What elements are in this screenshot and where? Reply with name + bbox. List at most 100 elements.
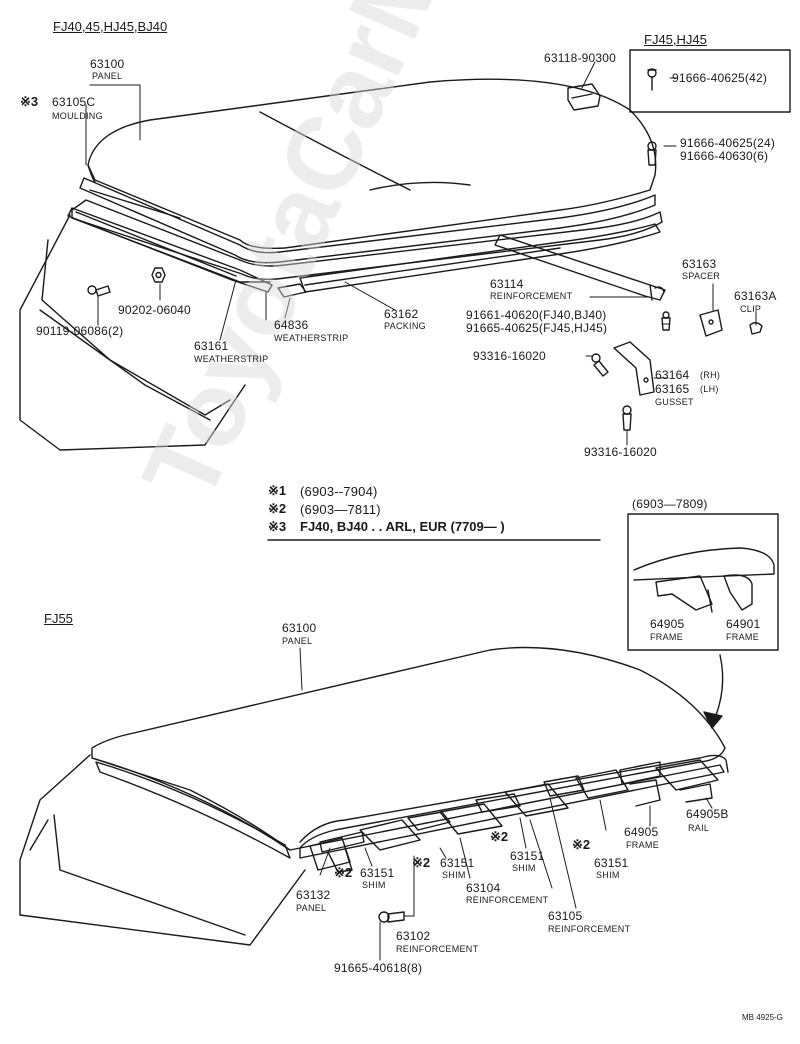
bottom-label-63100: 63100	[282, 621, 317, 635]
label-63114-name: REINFORCEMENT	[490, 291, 573, 301]
inset-label-64901-name: FRAME	[726, 632, 759, 642]
label-64836-name: WEATHERSTRIP	[274, 333, 349, 343]
bottom-label-63104: 63104	[466, 881, 501, 895]
shim-2-mark: ※2	[412, 855, 431, 870]
label-93316-a: 93316-16020	[473, 349, 546, 363]
bottom-shim-63151-group	[319, 759, 719, 873]
label-91666-24: 91666-40625(24)	[680, 136, 776, 150]
shim-4-label: 63151	[594, 856, 629, 870]
label-63164-side: (RH)	[700, 370, 721, 380]
label-91666-6: 91666-40630(6)	[680, 149, 769, 163]
top-moulding-63105c	[79, 177, 656, 264]
bottom-label-63132-name: PANEL	[296, 903, 327, 913]
label-63163: 63163	[682, 257, 717, 271]
note-1-text: (6903--7904)	[300, 484, 378, 499]
inset-header: (6903—7809)	[632, 497, 708, 511]
bottom-leader-lines	[299, 647, 713, 961]
top-section-header: FJ40,45,HJ45,BJ40	[53, 19, 168, 34]
label-91661: 91661-40620(FJ40,BJ40)	[466, 308, 607, 322]
bottom-vehicle-body-outline	[19, 754, 306, 946]
bottom-label-63100-name: PANEL	[282, 636, 313, 646]
inset-arrow	[703, 654, 724, 729]
note-1-mark: ※1	[268, 483, 287, 498]
bottom-label-63105: 63105	[548, 909, 583, 923]
shim-3-label: 63151	[510, 849, 545, 863]
shim-1-name: SHIM	[362, 880, 386, 890]
shim-4-mark: ※2	[572, 837, 591, 852]
label-63163a-name: CLIP	[740, 304, 762, 314]
inset-label-64905-name: FRAME	[650, 632, 683, 642]
bottom-panel-63132	[309, 837, 351, 871]
label-91665-top: 91665-40625(FJ45,HJ45)	[466, 321, 608, 335]
bottom-bolt-91665	[378, 911, 405, 923]
top-gusset-63164	[613, 341, 655, 396]
label-91666-42: 91666-40625(42)	[672, 71, 768, 85]
label-63118: 63118-90300	[544, 51, 617, 65]
note-2-text: (6903—7811)	[300, 502, 381, 517]
top-vehicle-body-outline	[19, 214, 246, 451]
top-reinforcement-63114	[494, 234, 666, 301]
shim-1-mark: ※2	[334, 865, 353, 880]
note-2-mark: ※2	[268, 501, 287, 516]
shim-2-label: 63151	[440, 856, 475, 870]
top-fj45-box	[629, 49, 791, 113]
shim-2-name: SHIM	[442, 870, 466, 880]
top-spacer-63163	[699, 309, 723, 337]
bottom-label-63102: 63102	[396, 929, 431, 943]
label-63165-side: (LH)	[700, 384, 719, 394]
bottom-roof-rail	[95, 761, 725, 859]
shim-4-name: SHIM	[596, 870, 620, 880]
inset-box	[627, 513, 779, 651]
label-63163a: 63163A	[734, 289, 777, 303]
bottom-label-64905-name: FRAME	[626, 840, 659, 850]
label-63165: 63165	[655, 382, 690, 396]
bottom-label-91665: 91665-40618(8)	[334, 961, 423, 975]
top-bolt-91661	[661, 311, 671, 331]
top-clip-63163a	[749, 322, 763, 335]
label-63162-name: PACKING	[384, 321, 426, 331]
label-64836: 64836	[274, 318, 309, 332]
bottom-label-64905b-name: RAIL	[688, 823, 710, 833]
label-63100-name: PANEL	[92, 71, 123, 81]
label-90202: 90202-06040	[118, 303, 191, 317]
bottom-label-64905: 64905	[624, 825, 659, 839]
fj45-box-header: FJ45,HJ45	[644, 32, 707, 47]
bottom-label-63104-name: REINFORCEMENT	[466, 895, 549, 905]
top-weatherstrip-64836	[277, 283, 307, 298]
bottom-label-63102-name: REINFORCEMENT	[396, 944, 479, 954]
inset-label-64901: 64901	[726, 617, 761, 631]
top-packing-63162	[299, 223, 661, 293]
top-leader-lines	[85, 61, 757, 446]
shim-3-name: SHIM	[512, 863, 536, 873]
label-gusset-name: GUSSET	[655, 397, 694, 407]
label-63114: 63114	[490, 277, 524, 291]
shim-3-mark: ※2	[490, 829, 509, 844]
top-panel-63100	[87, 78, 657, 250]
label-93316-b: 93316-16020	[584, 445, 657, 459]
label-63105c-name: MOULDING	[52, 111, 103, 121]
label-63100: 63100	[90, 57, 125, 71]
label-63105c-mark: ※3	[20, 94, 39, 109]
shim-1-label: 63151	[360, 866, 395, 880]
bottom-label-63132: 63132	[296, 888, 331, 902]
label-63161: 63161	[194, 339, 229, 353]
note-3-mark: ※3	[268, 519, 287, 534]
top-bolt-93316-a	[591, 353, 609, 377]
top-bolt-91666	[647, 141, 657, 166]
note-3-text: FJ40, BJ40 . . ARL, EUR (7709— )	[300, 519, 505, 534]
top-bolt-90119	[87, 285, 111, 297]
label-63105c: 63105C	[52, 95, 96, 109]
label-63164: 63164	[655, 368, 690, 382]
bottom-label-64905b: 64905B	[686, 807, 729, 821]
label-63162: 63162	[384, 307, 419, 321]
inset-label-64905: 64905	[650, 617, 685, 631]
label-63161-name: WEATHERSTRIP	[194, 354, 269, 364]
top-rear-weatherstrip-63161	[67, 207, 273, 293]
top-bolt-93316-b	[622, 405, 632, 431]
top-nut-90202	[151, 267, 166, 283]
top-clip-63118	[567, 83, 601, 111]
label-90119: 90119-06086(2)	[36, 324, 124, 338]
bottom-section-header: FJ55	[44, 611, 73, 626]
